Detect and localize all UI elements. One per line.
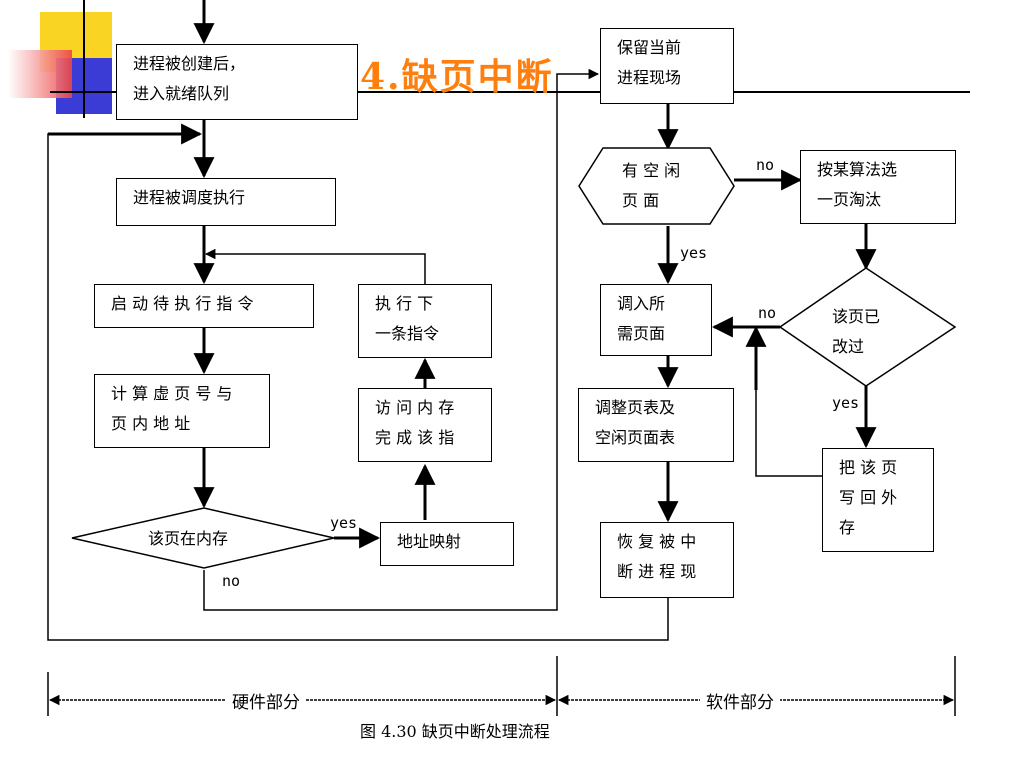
node-access-memory: 访 问 内 存 完 成 该 指 <box>358 388 492 462</box>
arrow-writeback-return <box>755 336 822 477</box>
arrow-no-to-interrupt <box>203 68 600 611</box>
node-process-created: 进程被创建后， 进入就绪队列 <box>116 44 358 120</box>
node-select-victim: 按某算法选 一页淘汰 <box>800 150 956 224</box>
label-free-no: no <box>756 156 775 174</box>
node-page-modified: 该页已 改过 <box>832 307 881 356</box>
software-part-label: 软件部分 <box>700 688 780 713</box>
deco-red-square <box>8 50 72 98</box>
decision-page-in-memory-shape <box>71 507 335 569</box>
arrow-next-loop <box>204 248 426 284</box>
node-load-page: 调入所 需页面 <box>600 284 712 356</box>
hardware-part-label: 硬件部分 <box>226 688 306 713</box>
node-execute-next: 执 行 下 一条指令 <box>358 284 492 358</box>
label-in-memory-no: no <box>222 572 241 590</box>
label-modified-no: no <box>758 304 777 322</box>
decision-modified-shape <box>778 267 957 387</box>
node-page-in-memory: 该页在内存 <box>148 529 229 548</box>
node-start-instruction: 启 动 待 执 行 指 令 <box>94 284 314 328</box>
label-in-memory-yes: yes <box>330 514 358 532</box>
node-has-free-page: 有 空 闲 页 面 <box>622 161 681 210</box>
node-compute-address: 计 算 虚 页 号 与 页 内 地 址 <box>94 374 270 448</box>
node-write-back: 把 该 页 写 回 外 存 <box>822 448 934 552</box>
decision-free-page-shape <box>578 147 735 225</box>
label-free-yes: yes <box>680 244 708 262</box>
node-restore-context: 恢 复 被 中 断 进 程 现 <box>600 522 734 598</box>
node-adjust-tables: 调整页表及 空闲页面表 <box>578 388 734 462</box>
node-save-context: 保留当前 进程现场 <box>600 28 734 104</box>
label-modified-yes: yes <box>832 394 860 412</box>
node-address-mapping: 地址映射 <box>380 522 514 566</box>
figure-caption: 图 4.30 缺页中断处理流程 <box>360 722 550 741</box>
slide-title: 4.缺页中断 <box>360 56 554 98</box>
node-process-scheduled: 进程被调度执行 <box>116 178 336 226</box>
